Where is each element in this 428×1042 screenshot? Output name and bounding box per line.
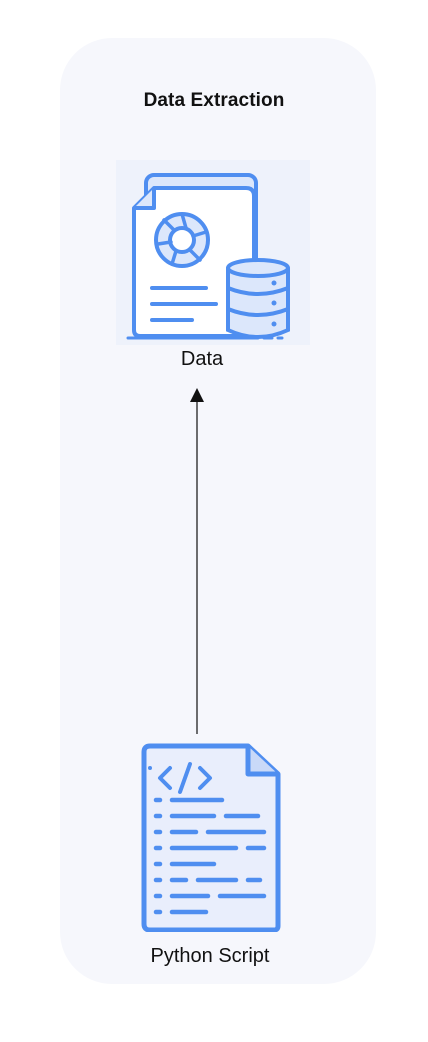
document-database-icon xyxy=(116,160,310,345)
edge-script-to-data xyxy=(186,386,208,736)
data-node-label: Data xyxy=(180,348,224,370)
group-title: Data Extraction xyxy=(143,90,285,111)
code-file-icon xyxy=(136,740,286,933)
python-script-node-label: Python Script xyxy=(150,945,270,967)
